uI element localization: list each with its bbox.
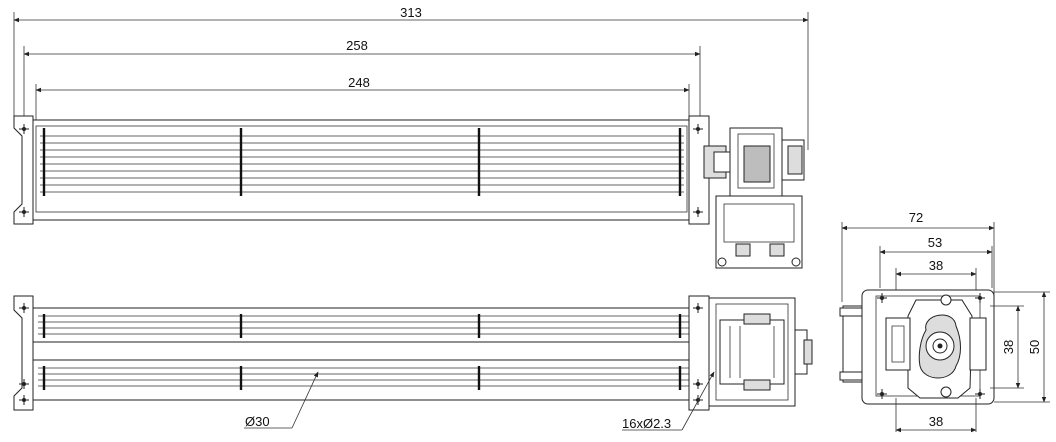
dim-label-313: 313 xyxy=(400,5,422,20)
end-view: 72 53 38 xyxy=(839,210,1050,433)
dim-label-248: 248 xyxy=(348,75,370,90)
dim-label-72: 72 xyxy=(909,210,923,225)
dimension-313: 313 xyxy=(13,5,809,150)
dim-label-38-bottom: 38 xyxy=(929,414,943,429)
dim-label-258: 258 xyxy=(346,38,368,53)
top-view xyxy=(13,115,805,269)
impeller-lines-front xyxy=(33,315,700,387)
front-view xyxy=(13,295,813,411)
dim-label-38-right: 38 xyxy=(1001,340,1016,354)
label-diameter: Ø30 xyxy=(245,414,270,429)
dimension-258: 258 xyxy=(23,38,701,118)
dim-label-50: 50 xyxy=(1027,340,1042,354)
impeller-lines-top xyxy=(40,135,684,193)
label-holes: 16xØ2.3 xyxy=(622,416,671,431)
dim-label-38-top: 38 xyxy=(929,258,943,273)
leader-diameter: Ø30 xyxy=(244,371,319,429)
dimension-248: 248 xyxy=(35,75,690,126)
leader-holes: 16xØ2.3 xyxy=(622,371,715,431)
dim-label-53: 53 xyxy=(928,235,942,250)
